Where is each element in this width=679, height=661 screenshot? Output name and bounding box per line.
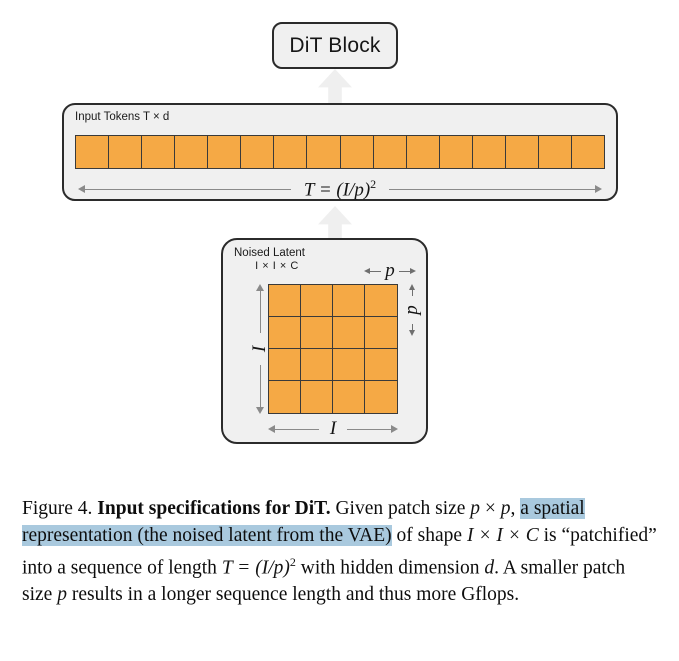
- token-cell: [208, 136, 242, 168]
- token-cell: [538, 136, 572, 168]
- caption-times-1: ×: [480, 498, 501, 519]
- latent-patch-cell: [269, 349, 301, 381]
- latent-patch-cell: [269, 317, 301, 349]
- arrow-head-left-icon: [268, 425, 275, 433]
- measure-line-top: [411, 290, 413, 296]
- measure-line-top: [259, 291, 261, 333]
- token-cell: [340, 136, 374, 168]
- latent-patch-cell: [301, 349, 333, 381]
- caption-math-shape: I × I × C: [466, 524, 539, 546]
- latent-patch-cell: [365, 381, 397, 413]
- formula-exponent: 2: [370, 176, 377, 191]
- token-cell: [274, 136, 308, 168]
- token-cell: [142, 136, 176, 168]
- arrow-head-left-icon: [364, 268, 370, 274]
- noised-latent-label: Noised Latent: [234, 247, 305, 259]
- caption-math-p1: p: [470, 498, 481, 519]
- latent-patch-cell: [269, 381, 301, 413]
- latent-height-label: I: [248, 345, 270, 353]
- latent-patch-cell: [333, 285, 365, 317]
- token-cell: [439, 136, 473, 168]
- arrow-head-down-icon: [256, 407, 264, 414]
- latent-patch-grid: [268, 284, 398, 414]
- sequence-length-formula: T = (I/p)2: [291, 177, 389, 201]
- latent-width-label: I: [329, 418, 337, 439]
- token-cell: [76, 136, 110, 168]
- token-cell: [307, 136, 341, 168]
- caption-math-p3: p: [57, 584, 67, 605]
- caption-text-1: Given patch size: [330, 498, 471, 519]
- measure-line-left: [275, 428, 319, 430]
- patch-width-label: p: [385, 260, 395, 281]
- caption-figure-number: Figure 4.: [22, 498, 93, 519]
- caption-text-2: of shape: [391, 524, 463, 546]
- token-cell: [406, 136, 440, 168]
- latent-patch-cell: [269, 285, 301, 317]
- noised-latent-panel: Noised Latent I × I × C I I p p: [221, 238, 428, 444]
- measure-line-left: [370, 270, 382, 272]
- latent-patch-cell: [365, 285, 397, 317]
- caption-text-4: with hidden dimension: [300, 557, 485, 579]
- arrow-head-up-icon: [409, 284, 415, 290]
- patch-height-label: p: [401, 305, 422, 315]
- token-cell: [505, 136, 539, 168]
- latent-patch-cell: [365, 317, 397, 349]
- arrow-head-right-icon: [391, 425, 399, 433]
- arrow-head-left-icon: [78, 185, 85, 193]
- caption-math-T-exponent: 2: [289, 555, 296, 569]
- sequence-length-measure: T = (I/p)2: [78, 177, 602, 201]
- arrow-head-right-icon: [595, 185, 602, 193]
- latent-patch-cell: [333, 349, 365, 381]
- arrow-head-down-icon: [409, 330, 415, 336]
- caption-text-5: . A smaller patch size: [22, 557, 626, 606]
- latent-patch-cell: [333, 317, 365, 349]
- figure-caption: Figure 4. Input specifications for DiT. …: [22, 496, 658, 609]
- measure-line-right: [389, 188, 595, 190]
- token-cell: [373, 136, 407, 168]
- caption-bold-title: Input specifications for DiT.: [97, 498, 331, 519]
- latent-width-measure: I: [268, 418, 399, 439]
- arrow-head-right-icon: [410, 268, 416, 274]
- measure-line-bottom: [411, 324, 413, 330]
- patch-height-measure: p: [401, 284, 422, 336]
- measure-line-right: [347, 428, 392, 430]
- input-tokens-label: Input Tokens T × d: [75, 111, 170, 123]
- noised-latent-dims: I × I × C: [255, 260, 299, 273]
- token-cell: [472, 136, 506, 168]
- measure-line-bottom: [259, 365, 261, 407]
- caption-comma-1: ,: [510, 498, 516, 519]
- formula-base: T = (I/p): [303, 179, 371, 201]
- token-cell: [241, 136, 275, 168]
- arrow-head-up-icon: [256, 284, 264, 291]
- caption-math-T: T = (I/p): [221, 557, 290, 579]
- latent-patch-cell: [333, 381, 365, 413]
- token-cell: [175, 136, 209, 168]
- latent-height-measure: I: [249, 284, 270, 414]
- latent-patch-cell: [301, 381, 333, 413]
- latent-patch-cell: [365, 349, 397, 381]
- noised-latent-title-group: Noised Latent I × I × C: [234, 246, 320, 274]
- measure-line-right: [398, 270, 410, 272]
- caption-math-d: d: [484, 557, 495, 579]
- dit-block[interactable]: DiT Block: [272, 22, 398, 69]
- measure-line-left: [85, 188, 291, 190]
- patch-width-measure: p: [364, 260, 416, 281]
- latent-patch-cell: [301, 285, 333, 317]
- token-cell: [571, 136, 604, 168]
- caption-text-7: sequence length and thus more Gflops.: [215, 584, 520, 605]
- caption-text-6: results in a longer: [66, 584, 212, 605]
- dit-block-label: DiT Block: [289, 33, 381, 57]
- token-cell: [109, 136, 143, 168]
- latent-patch-cell: [301, 317, 333, 349]
- token-sequence: [75, 135, 605, 169]
- caption-text-3: is “patchified” into a sequence of lengt…: [22, 524, 657, 579]
- caption-math-p2: p: [500, 498, 511, 519]
- input-tokens-panel: Input Tokens T × d T = (I/p)2: [62, 103, 618, 201]
